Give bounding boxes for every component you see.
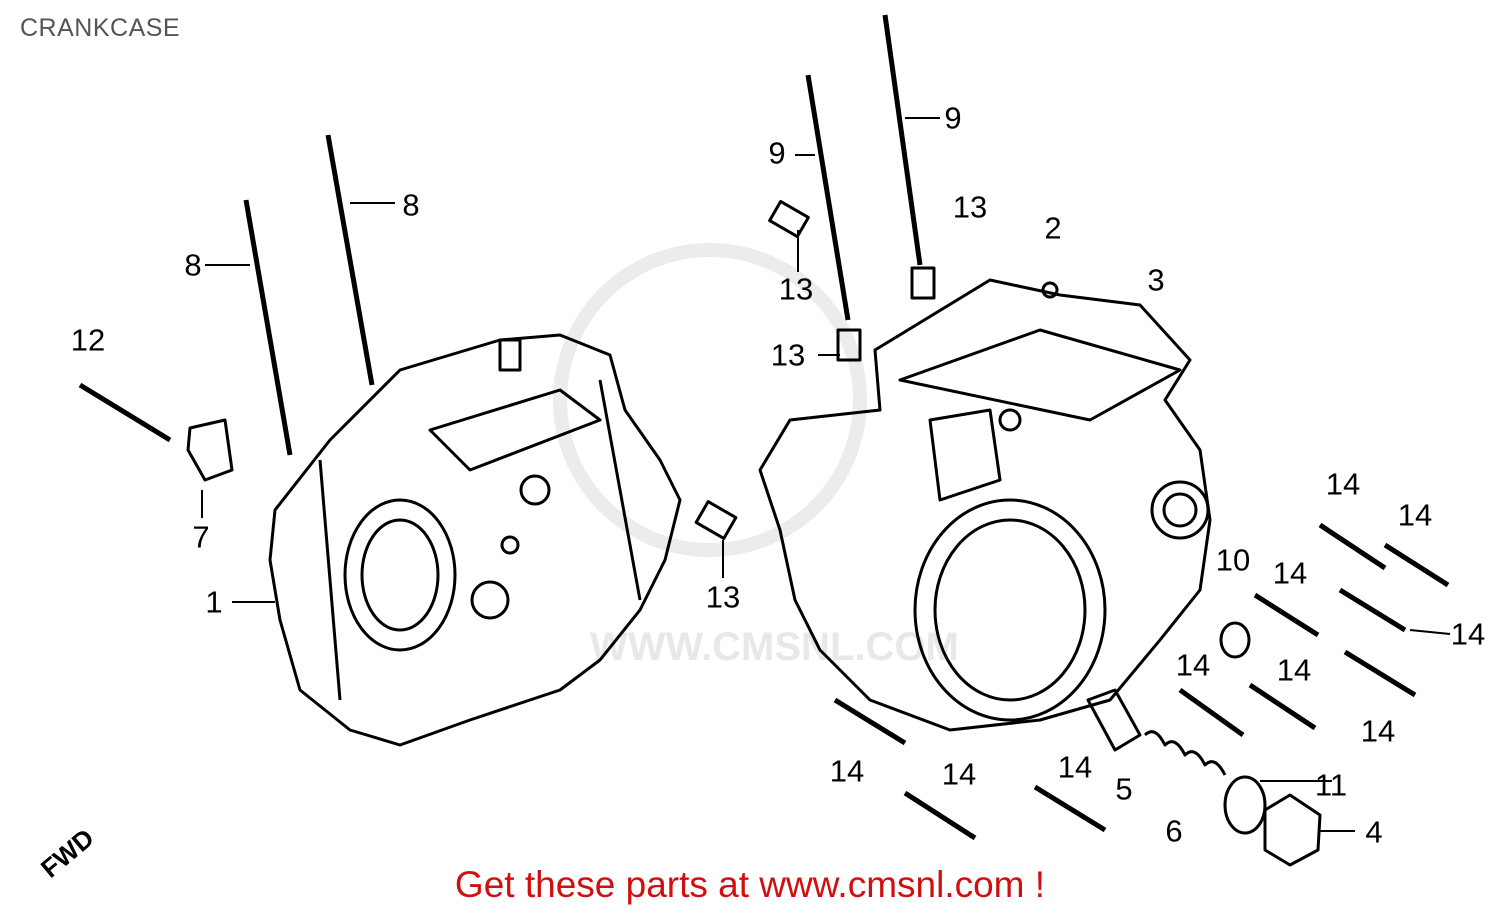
callout-1: 1 bbox=[205, 584, 223, 620]
spring-6 bbox=[1143, 730, 1227, 776]
callout-10: 10 bbox=[1215, 542, 1251, 578]
callout-14: 14 bbox=[1272, 555, 1308, 591]
clip-7 bbox=[186, 418, 234, 482]
callout-14: 14 bbox=[1276, 652, 1312, 688]
footer-link[interactable]: Get these parts at www.cmsnl.com ! bbox=[454, 864, 1046, 905]
callout-14: 14 bbox=[941, 756, 977, 792]
callout-14: 14 bbox=[1360, 713, 1396, 749]
callout-4: 4 bbox=[1365, 814, 1383, 850]
callout-13: 13 bbox=[770, 337, 806, 373]
callout-13: 13 bbox=[705, 579, 741, 615]
left-crankcase-half bbox=[268, 333, 682, 747]
callout-3: 3 bbox=[1147, 262, 1165, 298]
watermark: WWW.CMSNL.COM bbox=[590, 625, 959, 669]
callout-12: 12 bbox=[70, 322, 106, 358]
callout-9: 9 bbox=[768, 135, 786, 171]
drain-plug-4 bbox=[1263, 793, 1322, 867]
callout-14: 14 bbox=[1325, 466, 1361, 502]
callout-5: 5 bbox=[1115, 771, 1133, 807]
callout-9: 9 bbox=[944, 100, 962, 136]
washer-10 bbox=[1219, 621, 1251, 659]
bolt-12 bbox=[78, 382, 172, 443]
right-crankcase-half bbox=[758, 278, 1212, 732]
callout-8: 8 bbox=[184, 247, 202, 283]
callout-7: 7 bbox=[192, 519, 210, 555]
callout-14: 14 bbox=[1450, 616, 1486, 652]
callout-14: 14 bbox=[1175, 647, 1211, 683]
callout-13: 13 bbox=[952, 189, 988, 225]
callout-6: 6 bbox=[1165, 813, 1183, 849]
flange-bolts bbox=[833, 522, 1450, 841]
callout-8: 8 bbox=[402, 187, 420, 223]
callout-2: 2 bbox=[1044, 210, 1062, 246]
callout-14: 14 bbox=[829, 753, 865, 789]
watermark-logo bbox=[553, 243, 867, 557]
callout-13: 13 bbox=[778, 271, 814, 307]
callout-14: 14 bbox=[1397, 497, 1433, 533]
studs bbox=[243, 14, 923, 456]
leader-lines bbox=[201, 117, 1451, 832]
oil-screen-5 bbox=[1086, 688, 1142, 752]
o-ring-11 bbox=[1223, 775, 1267, 835]
callout-11: 11 bbox=[1314, 767, 1348, 803]
callout-14: 14 bbox=[1057, 749, 1093, 785]
dowel-pins bbox=[694, 199, 936, 540]
diagram-title: CRANKCASE bbox=[20, 14, 181, 42]
